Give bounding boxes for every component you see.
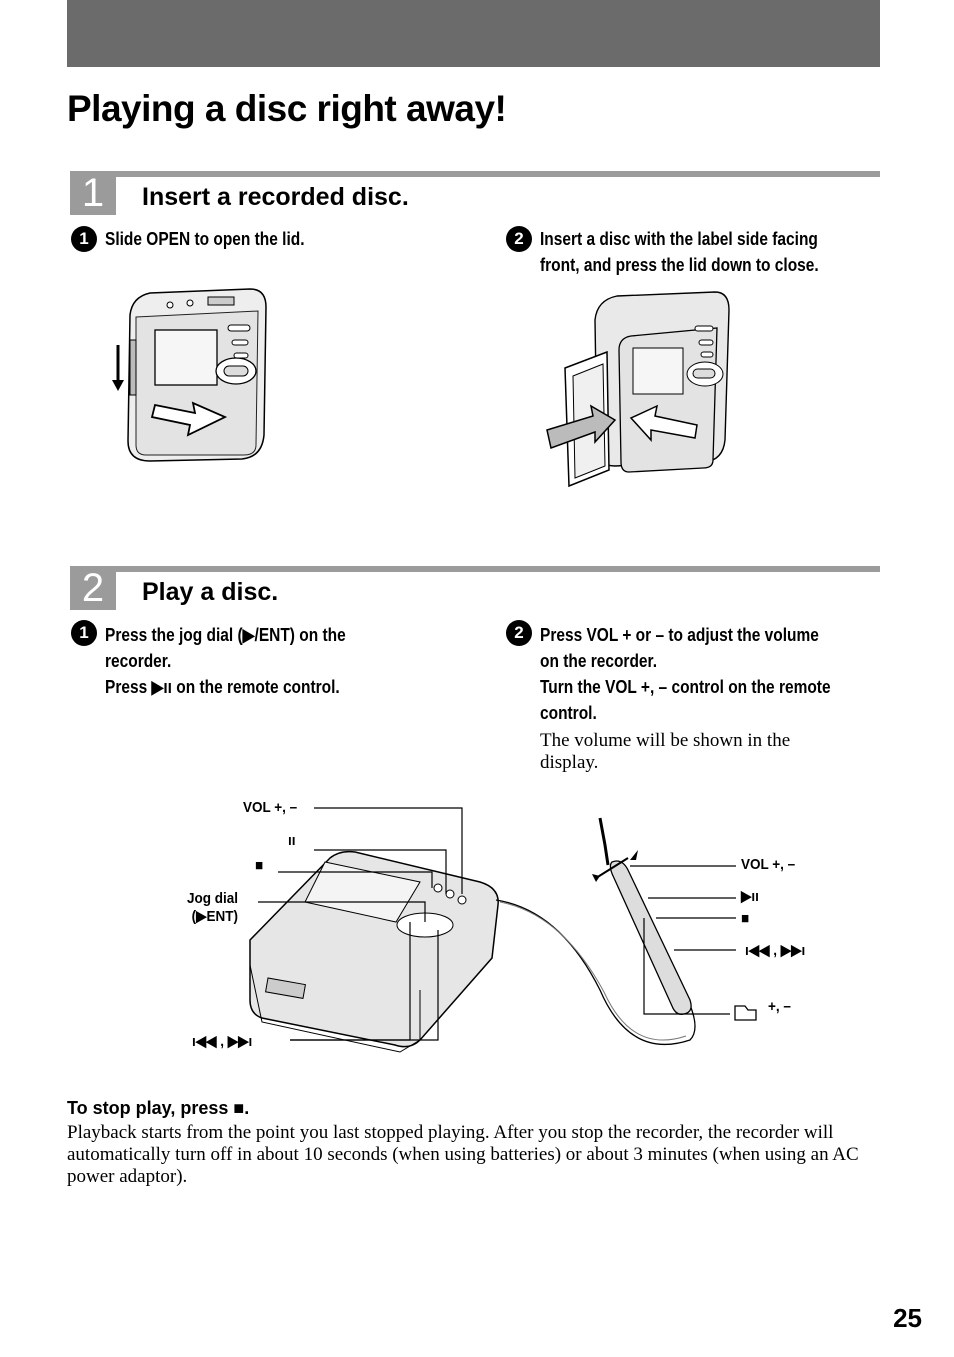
page-number: 25 xyxy=(893,1303,922,1333)
recorder-open-illustration xyxy=(112,288,267,462)
section-1-title: Insert a recorded disc. xyxy=(142,183,409,211)
remote-stop-label: ■ xyxy=(741,910,750,927)
section-1-number: 1 xyxy=(70,171,116,215)
step-1-1-text: Slide OPEN to open the lid. xyxy=(105,229,305,249)
step-1-2-marker: 2 xyxy=(506,226,532,252)
step-2-1-marker: 1 xyxy=(71,620,97,646)
page-title: Playing a disc right away! xyxy=(67,88,507,129)
recorder-vol-label: VOL +, – xyxy=(243,799,298,816)
step-1-1-marker: 1 xyxy=(71,226,97,252)
section-2-rule xyxy=(115,566,880,572)
stop-play-text: Playback starts from the point you last … xyxy=(67,1122,859,1187)
remote-vol-label: VOL +, – xyxy=(741,856,796,873)
step-2-2-marker: 2 xyxy=(506,620,532,646)
section-1-rule xyxy=(115,171,880,177)
stop-play-heading: To stop play, press ■. xyxy=(67,1098,250,1118)
remote-play-pause-label: ▶ıı xyxy=(741,888,759,905)
playback-controls-diagram xyxy=(249,807,757,1053)
section-2-title: Play a disc. xyxy=(142,578,279,606)
remote-skip-label: ı◀◀ , ▶▶ı xyxy=(745,942,806,959)
section-2-number: 2 xyxy=(70,566,116,610)
header-bar xyxy=(67,0,880,67)
recorder-skip-label: ı◀◀ , ▶▶ı xyxy=(192,1033,253,1050)
remote-group-label: +, – xyxy=(768,998,791,1015)
folder-icon xyxy=(734,1005,757,1021)
recorder-jog-label: Jog dial (▶ENT) xyxy=(187,890,239,925)
step-2-2-text: Press VOL + or – to adjust the volume on… xyxy=(540,625,831,723)
recorder-pause-label: ıı xyxy=(288,832,296,849)
step-2-1-text: Press the jog dial (▶/ENT) on the record… xyxy=(105,625,346,697)
step-2-2-note: The volume will be shown in the display. xyxy=(540,730,791,773)
step-1-2-text: Insert a disc with the label side facing… xyxy=(540,229,819,275)
insert-disc-illustration xyxy=(546,291,730,488)
recorder-stop-label: ■ xyxy=(255,857,264,874)
